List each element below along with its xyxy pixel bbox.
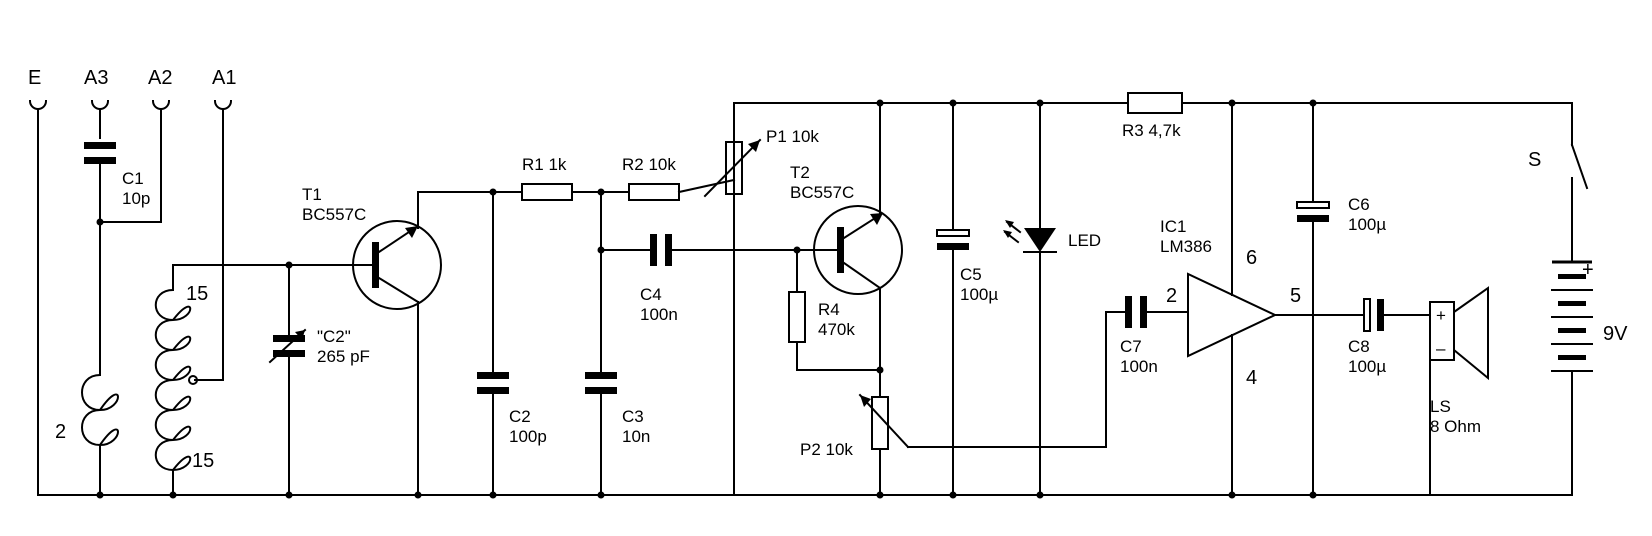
led-label: LED <box>1068 231 1101 250</box>
resistor-r3: R3 4,7k <box>1122 92 1183 140</box>
switch-s-label: S <box>1528 149 1541 171</box>
c2var-name: "C2" <box>317 327 351 346</box>
coil-small-turns: 2 <box>55 421 66 443</box>
coil-main: 15 15 <box>154 264 290 499</box>
capacitor-c8: C8 100µ <box>1274 298 1431 376</box>
ls-plus: + <box>1436 306 1446 325</box>
c8-name: C8 <box>1348 337 1370 356</box>
resistor-r4: R4 470k <box>788 249 884 374</box>
ic1-name: IC1 <box>1160 217 1186 236</box>
capacitor-c1: C1 10p <box>84 142 150 376</box>
terminal-a1-label: A1 <box>212 67 236 89</box>
t2-name: T2 <box>790 163 810 182</box>
r3-label: R3 4,7k <box>1122 121 1181 140</box>
p2-label: P2 10k <box>800 440 853 459</box>
battery-9v: + 9V <box>1551 259 1628 496</box>
c5-value: 100µ <box>960 285 998 304</box>
capacitor-c3: C3 10n <box>585 188 650 499</box>
terminal-a2-label: A2 <box>148 67 172 89</box>
c5-name: C5 <box>960 265 982 284</box>
c4-name: C4 <box>640 285 662 304</box>
potentiometer-p2: P2 10k <box>800 311 1107 499</box>
c2-name: C2 <box>509 407 531 426</box>
t1-type: BC557C <box>302 205 366 224</box>
terminal-a3-label: A3 <box>84 67 108 89</box>
ic1-pin-vs: 6 <box>1246 247 1257 269</box>
capacitor-c5: C5 100µ <box>936 99 998 499</box>
loudspeaker: + – LS 8 Ohm <box>1429 286 1489 496</box>
ic1-pin-gnd: 4 <box>1246 367 1257 389</box>
supply-rail <box>733 102 1573 496</box>
capacitor-c7: C7 100n <box>1105 296 1189 376</box>
r2-label: R2 10k <box>622 155 676 174</box>
ic1-type: LM386 <box>1160 237 1212 256</box>
c6-value: 100µ <box>1348 215 1386 234</box>
potentiometer-p1: P1 10k <box>703 127 819 198</box>
transistor-t2: T2 BC557C <box>790 99 903 398</box>
terminal-a2[interactable]: A2 <box>99 67 172 223</box>
c4-value: 100n <box>640 305 678 324</box>
coil-bottom-turns: 15 <box>192 450 214 472</box>
r1-label: R1 1k <box>522 155 567 174</box>
ic1-pin-out: 5 <box>1290 285 1301 307</box>
c3-name: C3 <box>622 407 644 426</box>
terminal-e-label: E <box>28 67 41 89</box>
resistor-r2: R2 10k <box>600 155 736 201</box>
coil-small: 2 <box>55 373 119 499</box>
c7-value: 100n <box>1120 357 1158 376</box>
c8-value: 100µ <box>1348 357 1386 376</box>
capacitor-c4: C4 100n <box>600 234 838 324</box>
t2-type: BC557C <box>790 183 854 202</box>
c2var-value: 265 pF <box>317 347 370 366</box>
led: LED <box>1003 99 1101 499</box>
battery-plus: + <box>1582 259 1594 281</box>
capacitor-c6: C6 100µ <box>1296 99 1386 499</box>
c1-name: C1 <box>122 169 144 188</box>
battery-voltage: 9V <box>1603 323 1628 345</box>
resistor-r1: R1 1k <box>492 155 602 201</box>
terminal-a3[interactable]: A3 <box>84 67 110 139</box>
p1-label: P1 10k <box>766 127 819 146</box>
r4-value: 470k <box>818 320 855 339</box>
t1-name: T1 <box>302 185 322 204</box>
ic1-amplifier: IC1 LM386 2 6 4 5 <box>1160 99 1301 499</box>
variable-capacitor-c2: "C2" 265 pF <box>268 261 370 499</box>
c1-value: 10p <box>122 189 150 208</box>
r4-name: R4 <box>818 300 840 319</box>
ic1-pin-in: 2 <box>1166 285 1177 307</box>
terminal-a1[interactable]: A1 <box>194 67 236 381</box>
c7-name: C7 <box>1120 337 1142 356</box>
ls-name: LS <box>1430 397 1451 416</box>
capacitor-c2: C2 100p <box>477 188 547 499</box>
c6-name: C6 <box>1348 195 1370 214</box>
coil-top-turns: 15 <box>186 283 208 305</box>
c2-value: 100p <box>509 427 547 446</box>
terminal-e[interactable]: E <box>28 67 48 496</box>
transistor-t1: T1 BC557C <box>288 185 494 499</box>
c3-value: 10n <box>622 427 650 446</box>
ls-minus: – <box>1436 339 1446 358</box>
switch-s[interactable]: S <box>1528 102 1589 263</box>
ls-value: 8 Ohm <box>1430 417 1481 436</box>
